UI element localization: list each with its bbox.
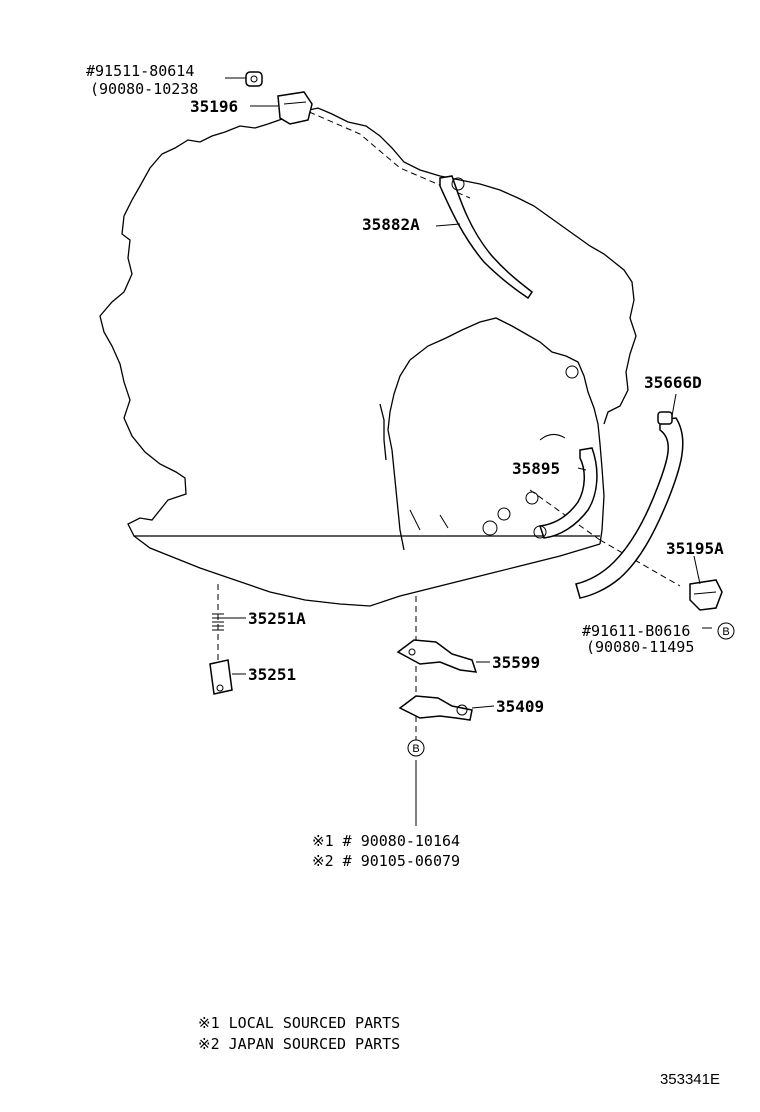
part-clamp-35195A: [689, 579, 723, 611]
label-35599: 35599: [492, 653, 540, 672]
part-hose-35882A: [439, 175, 534, 300]
label-ref-1: ※1 # 90080-10164: [312, 832, 460, 850]
legend-local-sourced: ※1 LOCAL SOURCED PARTS: [198, 1014, 400, 1032]
label-35251: 35251: [248, 665, 296, 684]
part-bracket-35409: [398, 695, 473, 721]
marker-b-lower: B: [407, 739, 425, 757]
legend-japan-sourced: ※2 JAPAN SOURCED PARTS: [198, 1035, 400, 1053]
marker-b-upper: B: [717, 622, 735, 640]
part-bracket-35599: [396, 639, 478, 673]
label-ref-2: ※2 # 90105-06079: [312, 852, 460, 870]
label-35882A: 35882A: [362, 215, 420, 234]
leader-lines: [224, 77, 712, 826]
label-91611-B0616: #91611-B0616: [582, 622, 690, 640]
part-seal-35251: [209, 659, 233, 695]
label-35251A: 35251A: [248, 609, 306, 628]
label-35409: 35409: [496, 697, 544, 716]
label-35666D: 35666D: [644, 373, 702, 392]
label-91511-80614: #91511-80614: [86, 62, 194, 80]
part-hose-35666D: [575, 411, 684, 599]
label-35196: 35196: [190, 97, 238, 116]
label-90080-10238: (90080-10238: [90, 80, 198, 98]
figure-id: 353341E: [660, 1071, 720, 1088]
part-clamp-35196: [277, 91, 313, 125]
transaxle-case: [99, 107, 637, 607]
label-90080-11495: (90080-11495: [586, 638, 694, 656]
part-hose-35895: [533, 447, 598, 539]
svg-text:B: B: [722, 626, 729, 638]
part-spring-35251A: [212, 613, 224, 631]
svg-text:B: B: [412, 743, 419, 755]
label-35195A: 35195A: [666, 539, 724, 558]
part-bolt-91511: [245, 71, 263, 87]
label-35895: 35895: [512, 459, 560, 478]
